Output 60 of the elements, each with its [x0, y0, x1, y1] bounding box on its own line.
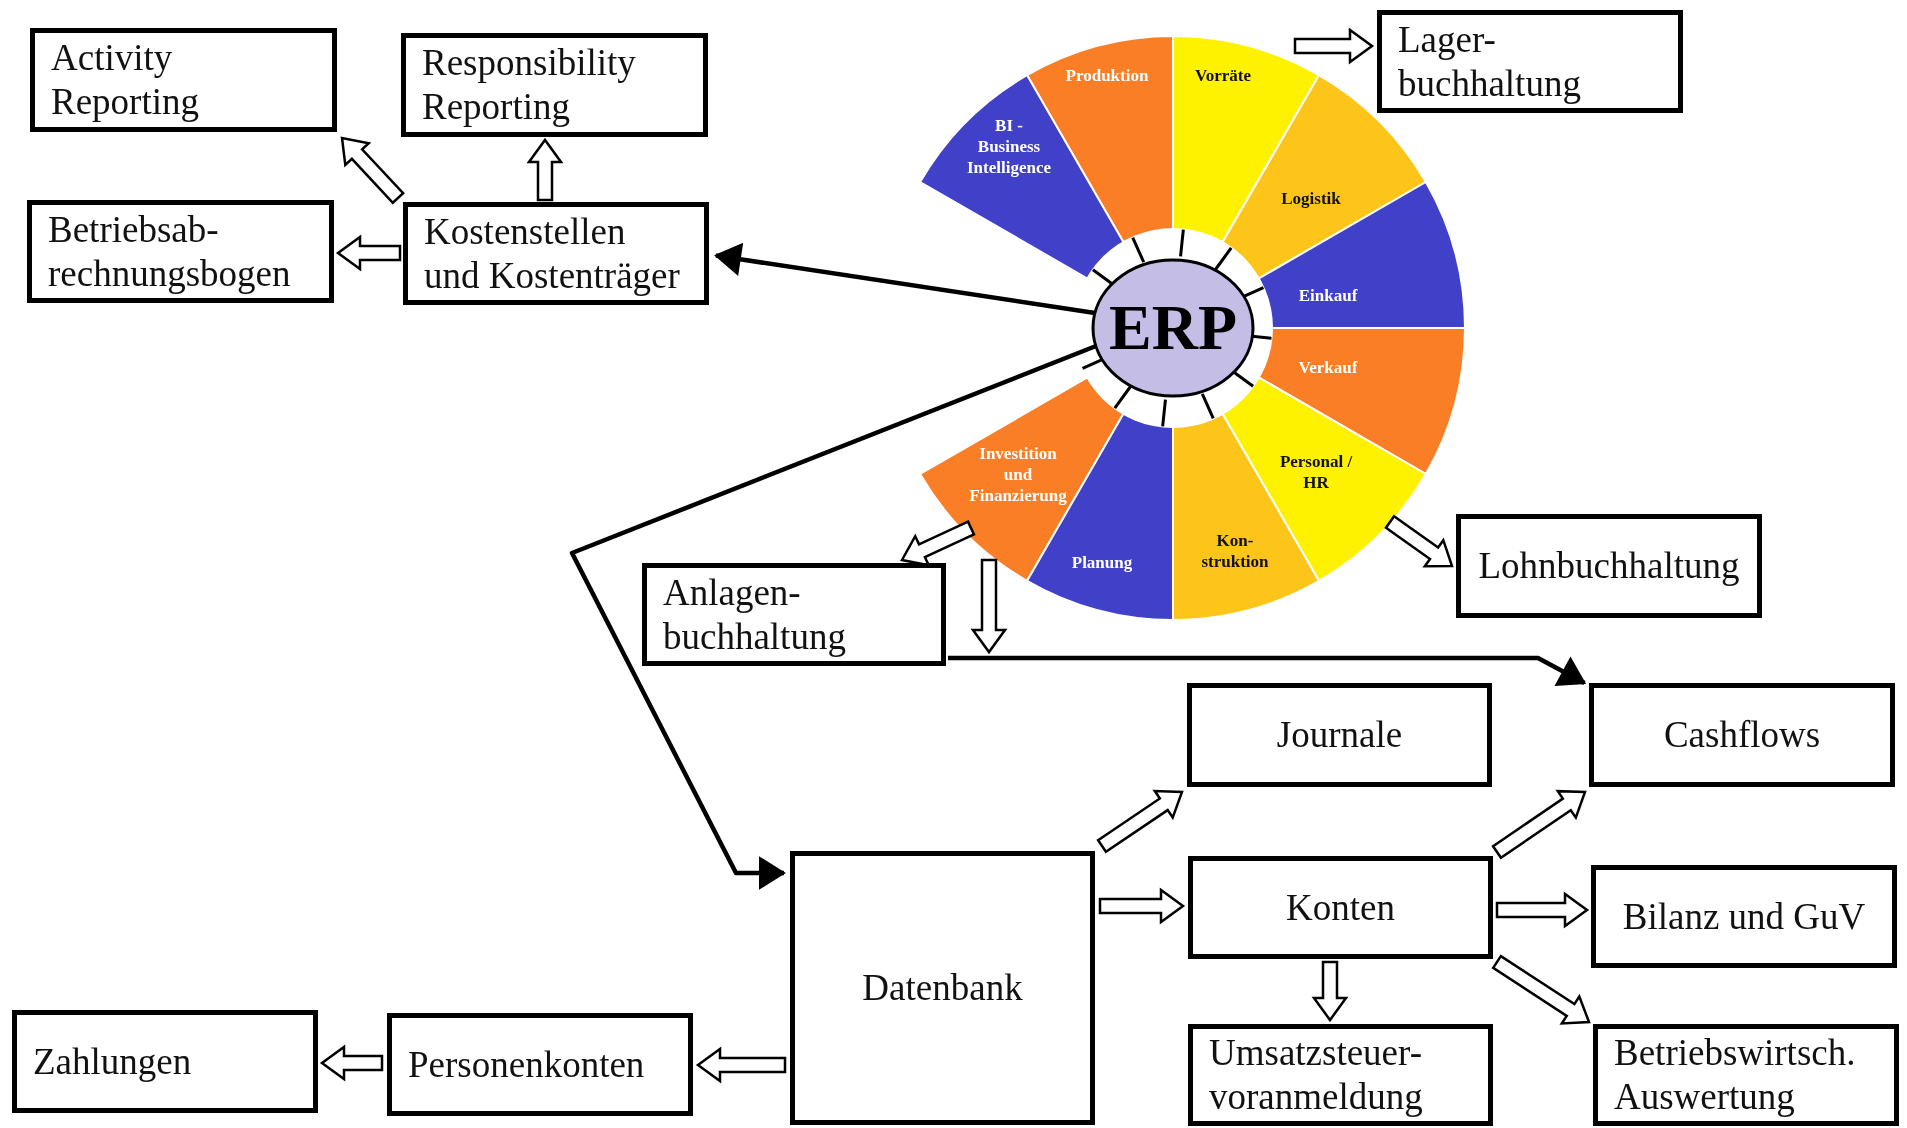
process-box	[642, 563, 946, 666]
segment-label: Kon- struktion	[1200, 530, 1270, 572]
segment-label: Personal / HR	[1278, 451, 1354, 493]
box-label: Betriebsab- rechnungsbogen	[48, 207, 292, 296]
block-arrow	[1495, 891, 1590, 929]
block-arrow	[1311, 960, 1349, 1023]
box-label: Konten	[1286, 885, 1395, 930]
process-box	[1456, 514, 1762, 618]
process-box	[401, 33, 708, 137]
process-box	[30, 28, 337, 132]
block-arrow	[319, 1044, 384, 1082]
block-arrow	[695, 1046, 787, 1084]
process-box	[1377, 10, 1683, 113]
segment-label: Produktion	[1065, 64, 1149, 86]
process-box	[387, 1013, 693, 1116]
segment-label: Logistik	[1281, 187, 1341, 209]
box-label: Lager- buchhaltung	[1398, 17, 1582, 106]
process-box	[1589, 683, 1895, 787]
process-box	[12, 1010, 318, 1113]
arrow-line	[714, 243, 1096, 316]
box-label: Activity Reporting	[51, 36, 200, 124]
segment-label: Vorräte	[1195, 64, 1251, 86]
segment-label: Planung	[1071, 551, 1133, 573]
block-arrow	[335, 234, 402, 272]
arrow-line	[948, 655, 1586, 686]
block-arrow	[1098, 887, 1186, 925]
process-box	[790, 851, 1095, 1125]
block-arrow	[1096, 789, 1184, 854]
arrow-line	[569, 343, 1097, 889]
block-arrow	[1491, 954, 1591, 1025]
block-arrow	[526, 137, 564, 202]
box-label: Responsibility Reporting	[422, 41, 637, 129]
segment-label: BI - Business Intelligence	[965, 114, 1052, 178]
process-box	[403, 202, 709, 305]
box-label: Personenkonten	[408, 1042, 645, 1087]
box-label: Betriebswirtsch. Auswertung	[1614, 1031, 1857, 1119]
box-label: Datenbank	[862, 966, 1023, 1010]
process-box	[1591, 865, 1897, 968]
process-box	[1188, 1024, 1493, 1126]
segment-label: Einkauf	[1298, 284, 1358, 306]
box-label: Kostenstellen und Kostenträger	[424, 209, 681, 298]
box-label: Journale	[1276, 713, 1403, 757]
block-arrow	[1384, 514, 1454, 568]
process-box	[27, 200, 334, 303]
process-box	[1188, 856, 1493, 959]
box-label: Umsatzsteuer- voranmeldung	[1209, 1031, 1424, 1119]
hub-label: ERP	[1109, 296, 1237, 360]
box-label: Bilanz und GuV	[1622, 894, 1866, 939]
process-box	[1593, 1024, 1899, 1126]
process-box	[1187, 683, 1492, 787]
block-arrow	[340, 136, 405, 205]
box-label: Lohnbuchhaltung	[1478, 544, 1740, 588]
segment-label: Verkauf	[1298, 356, 1358, 378]
box-label: Anlagen- buchhaltung	[663, 570, 847, 659]
block-arrow	[970, 558, 1008, 655]
box-label: Cashflows	[1663, 713, 1821, 757]
box-label: Zahlungen	[33, 1039, 192, 1084]
segment-label: Investition und Finanzierung	[968, 442, 1068, 506]
block-arrow	[1293, 27, 1375, 65]
block-arrow	[1491, 789, 1587, 860]
